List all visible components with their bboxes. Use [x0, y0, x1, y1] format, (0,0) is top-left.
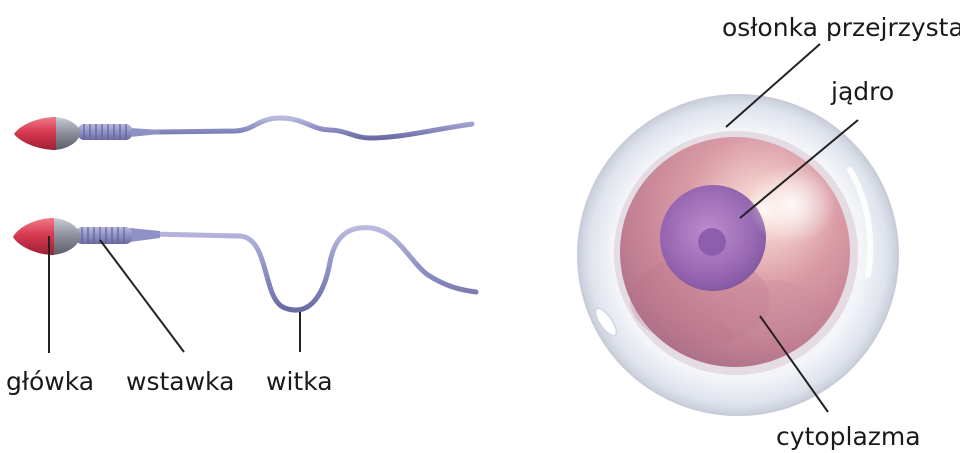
sperm-top-midpiece [78, 124, 132, 140]
egg-nucleolus [698, 228, 726, 256]
sperm-top-head-red [14, 117, 56, 150]
label-midpiece: wstawka [126, 367, 234, 396]
sperm-top-tail-taper [130, 128, 160, 137]
label-tail: witka [266, 367, 333, 396]
label-nucleus: jądro [830, 77, 894, 106]
sperm-top-head-grey [52, 117, 80, 150]
sperm-top-tail [155, 118, 472, 138]
sperm-bottom-head-grey [50, 218, 80, 255]
label-zona-pellucida: osłonka przejrzysta [722, 13, 960, 42]
label-head: główka [6, 367, 94, 396]
sperm-bottom-head-red [13, 218, 54, 255]
sperm-bottom [13, 218, 476, 310]
sperm-top [14, 117, 472, 150]
sperm-bottom-tail-taper [130, 228, 160, 242]
label-cytoplasm: cytoplazma [776, 422, 921, 451]
leader-midpiece [100, 240, 184, 352]
sperm-bottom-tail [150, 228, 476, 310]
egg-cell [578, 95, 898, 415]
egg-highlight [748, 165, 836, 245]
